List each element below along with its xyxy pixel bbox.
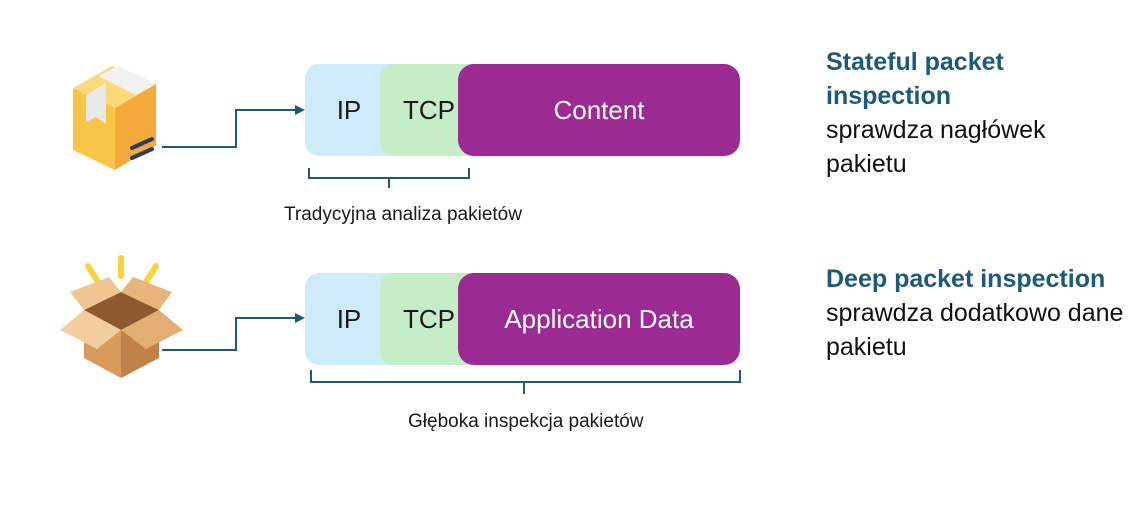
closed-box-icon: [73, 66, 156, 170]
open-box-icon: [60, 255, 183, 378]
bracket-header: [308, 168, 470, 188]
deep-desc: sprawdza dodatkowo dane pakietu: [826, 299, 1124, 361]
application-data-segment: Application Data: [458, 273, 740, 365]
deep-description: Deep packet inspection sprawdza dodatkow…: [826, 262, 1126, 364]
bracket-full: [310, 370, 741, 394]
stateful-title: Stateful packet inspection: [826, 48, 1004, 110]
caption-deep: Głęboka inspekcja pakietów: [408, 411, 644, 432]
deep-title: Deep packet inspection: [826, 265, 1106, 293]
arrowhead-1: [295, 105, 305, 115]
connector-arrow-2: [162, 317, 296, 351]
content-segment: Content: [458, 64, 740, 156]
caption-traditional: Tradycyjna analiza pakietów: [284, 204, 522, 225]
arrowhead-2: [295, 313, 305, 323]
stateful-description: Stateful packet inspection sprawdza nagł…: [826, 45, 1126, 181]
stateful-desc: sprawdza nagłówek pakietu: [826, 116, 1046, 178]
connector-arrow-1: [162, 109, 296, 148]
